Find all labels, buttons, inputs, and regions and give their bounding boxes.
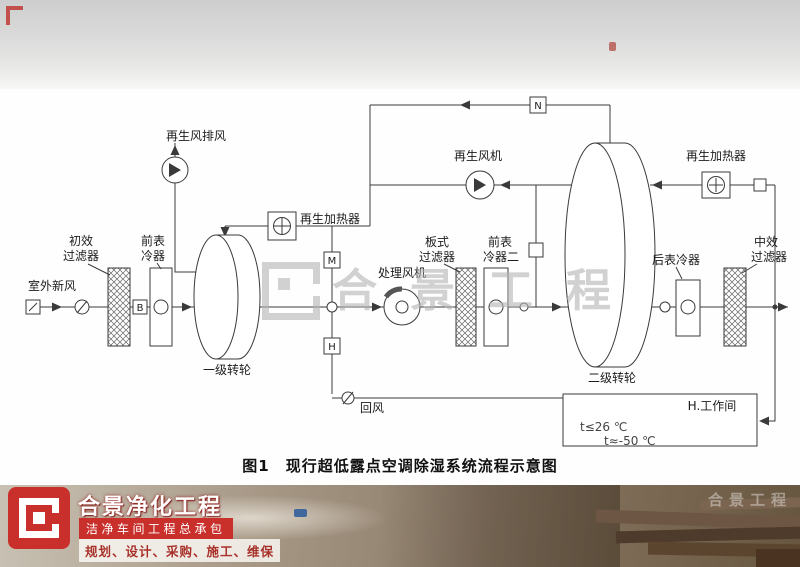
desiccant-wheel-1: 一级转轮 (193, 234, 261, 377)
figure-number: 图1 (242, 457, 270, 475)
primary-filter-label: 初效 (69, 233, 93, 248)
sky-background (0, 0, 800, 89)
front-cooler-1-label: 前表 (141, 233, 165, 248)
mid-filter-label: 中效 (754, 234, 778, 249)
photo-blue-object (294, 509, 307, 517)
red-dot-artifact (609, 42, 616, 51)
red-corner-artifact (6, 6, 23, 25)
regen-exhaust-label: 再生风排风 (166, 129, 226, 143)
flow-arrows (52, 100, 788, 426)
junction-2 (519, 302, 529, 312)
junction-3 (659, 301, 671, 313)
regen-tap-damper (528, 242, 544, 258)
photo-watermark-text: 合景工程 (707, 491, 792, 509)
company-services: 规划、设计、采购、施工、维保 (79, 539, 281, 562)
figure-caption: 图1 现行超低露点空调除湿系统流程示意图 (0, 455, 800, 476)
plate-filter-box (455, 267, 477, 347)
front-cooler-1: 前表 冷器 (141, 233, 173, 347)
system-flow-diagram: 室外新风 初效 过滤器 B 前表 冷器 (25, 96, 788, 448)
valve-n-label: N (534, 101, 541, 112)
regen-heater-1: 再生加热器 (267, 211, 360, 241)
valve-n: N (529, 96, 547, 114)
mid-filter: 中效 过滤器 (723, 234, 787, 347)
regen-heater-1-label: 再生加热器 (300, 212, 360, 226)
front-cooler-2-label: 冷器二 (483, 250, 519, 264)
wheel-1-label: 一级转轮 (203, 362, 251, 377)
plate-filter: 板式 过滤器 (419, 235, 477, 347)
plate-filter-label: 板式 (425, 235, 449, 249)
photo-mud-patch (380, 485, 620, 567)
process-fan: 处理风机 (378, 266, 426, 326)
mixing-junction (326, 301, 338, 313)
wheel-2-label: 二级转轮 (588, 370, 636, 385)
primary-filter: 初效 过滤器 (63, 233, 131, 347)
workroom-box (562, 393, 758, 447)
mid-filter-box (723, 267, 747, 347)
valve-h: H (323, 337, 341, 355)
primary-filter-label: 过滤器 (63, 249, 99, 263)
workroom-condition-2: t≈-50 ℃ (604, 434, 656, 448)
company-logo-icon (8, 487, 70, 549)
mid-filter-label: 过滤器 (751, 250, 787, 264)
workroom: H.工作间 t≤26 ℃ t≈-50 ℃ (562, 393, 758, 448)
plate-filter-label: 过滤器 (419, 250, 455, 264)
valve-h-label: H (328, 342, 336, 353)
outdoor-air-inlet: 室外新风 (25, 278, 90, 315)
process-fan-label: 处理风机 (378, 266, 426, 280)
regen-exhaust-fan: 再生风排风 (161, 129, 226, 184)
regen-heater-2: 再生加热器 (686, 149, 767, 199)
company-tagline: 洁净车间工程总承包 (79, 518, 233, 539)
return-air-damper: 回风 (341, 391, 384, 415)
workroom-title: H.工作间 (688, 399, 737, 413)
photo-plank (615, 526, 800, 544)
regen-damper (753, 178, 767, 192)
valve-m: M (323, 251, 341, 269)
rear-cooler-label: 后表冷器 (652, 253, 700, 267)
photo-plank (756, 549, 800, 567)
regen-fan: 再生风机 (454, 149, 502, 200)
valve-m-label: M (328, 256, 337, 267)
front-cooler-2: 前表 冷器二 (483, 234, 519, 347)
front-cooler-1-label: 冷器 (141, 249, 165, 263)
valve-b-label: B (137, 303, 144, 314)
regen-fan-label: 再生风机 (454, 149, 502, 163)
workroom-condition-1: t≤26 ℃ (580, 420, 627, 434)
figure-title: 现行超低露点空调除湿系统流程示意图 (285, 457, 558, 475)
valve-b: B (132, 299, 148, 315)
company-name: 合景净化工程 (78, 495, 223, 520)
desiccant-wheel-2: 二级转轮 (564, 142, 656, 385)
return-air-label: 回风 (360, 401, 384, 415)
primary-filter-box (107, 267, 131, 347)
rear-cooler: 后表冷器 (652, 253, 701, 337)
outdoor-air-label: 室外新风 (28, 278, 76, 293)
front-cooler-2-label: 前表 (488, 234, 512, 249)
regen-heater-2-label: 再生加热器 (686, 149, 746, 163)
